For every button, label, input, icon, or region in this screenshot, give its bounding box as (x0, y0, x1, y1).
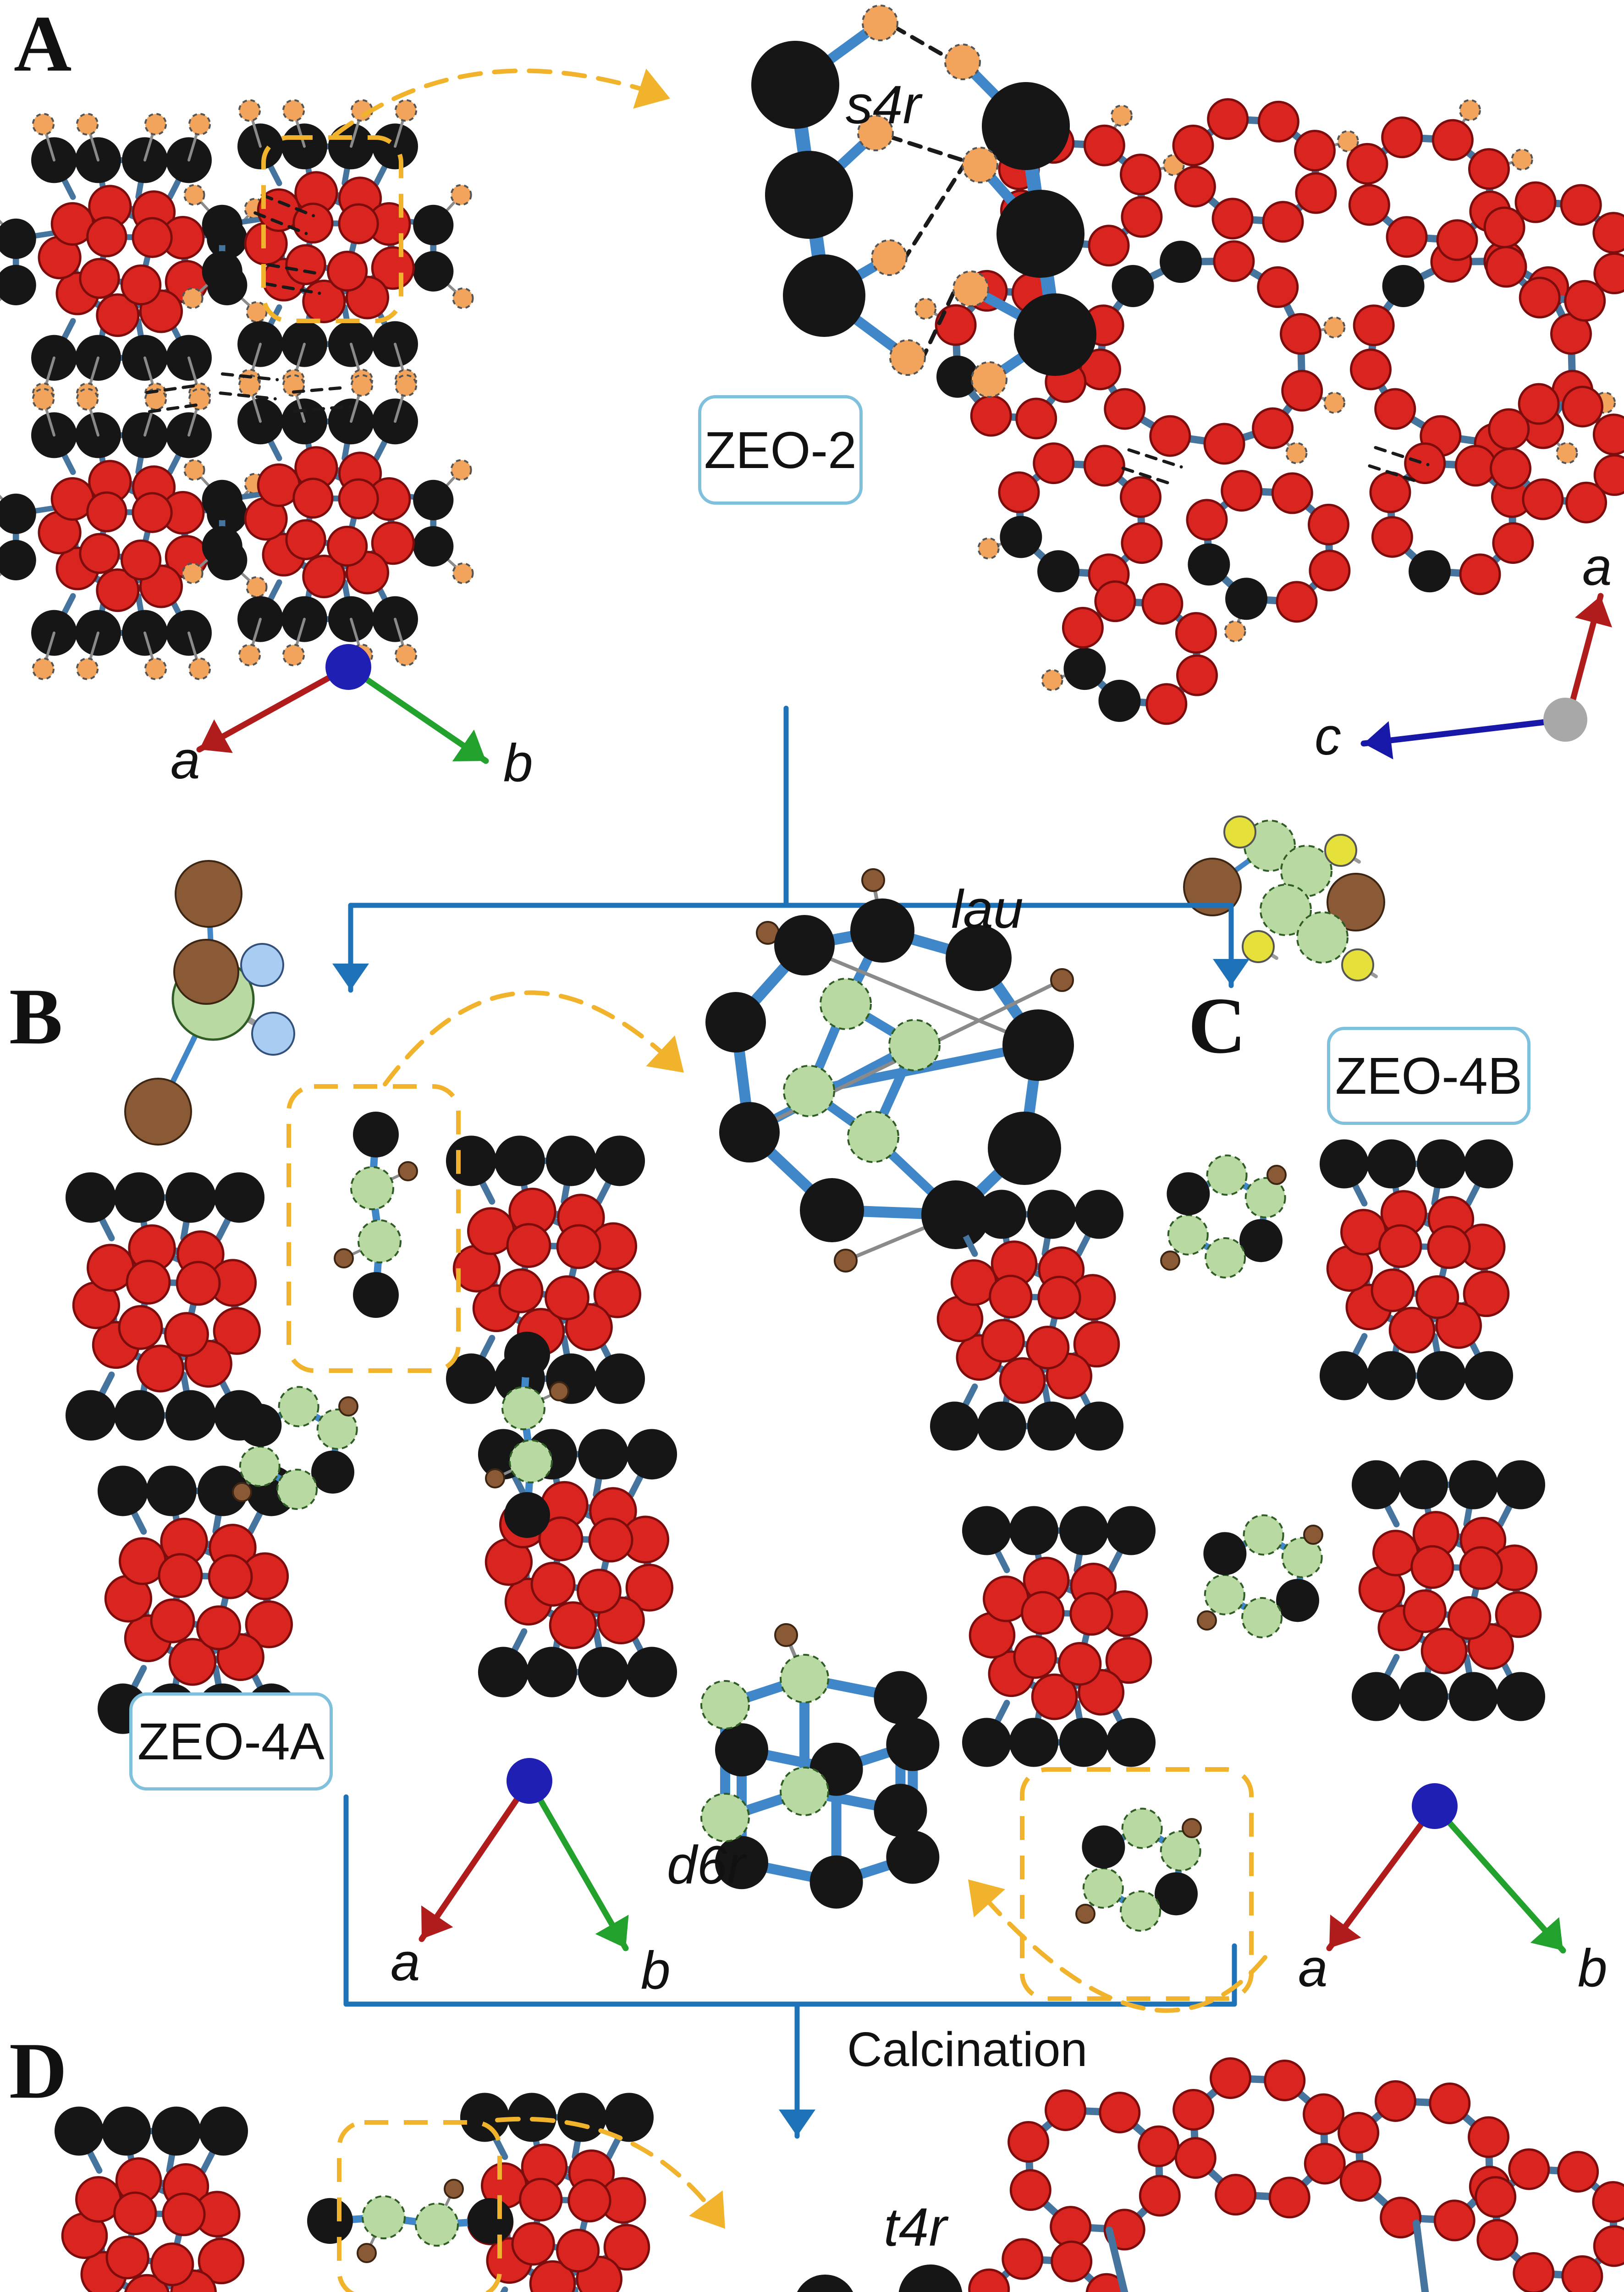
t4r-label: t4r (884, 2197, 947, 2258)
panel-d-structure-right (968, 2057, 1624, 2292)
axis-b-a: a (391, 1932, 420, 1992)
osda-molecule-right (1183, 815, 1385, 981)
s4r-inset (751, 5, 1096, 398)
s4r-label: s4r (846, 75, 921, 135)
zeo-4b-label: ZEO-4B (1335, 1047, 1523, 1105)
zeo-4b-label-box: ZEO-4B (1327, 1027, 1530, 1125)
axis-a-right-a: a (1582, 537, 1612, 596)
panel-c-letter: C (1188, 981, 1246, 1070)
axis-a-right-c: c (1315, 706, 1341, 766)
lau-label: lau (951, 879, 1024, 940)
axes-panel-c (1326, 1783, 1566, 1954)
axes-panel-b (418, 1758, 629, 1951)
axis-b-b: b (641, 1940, 671, 2000)
axis-a-left-a: a (171, 730, 200, 790)
panel-b-letter: B (9, 972, 63, 1061)
panel-d-structure-left (54, 2093, 654, 2292)
flow-arrows-bottom (343, 1794, 1237, 2139)
lau-inset (705, 868, 1074, 1273)
axes-panel-a (196, 593, 1613, 764)
flow-arrows-top (332, 705, 1250, 993)
t4r-inset (797, 2264, 963, 2292)
panel-b-structure (65, 939, 677, 1734)
d6r-inset (700, 1623, 940, 1909)
zeo-2-label-box: ZEO-2 (698, 395, 863, 505)
d6r-label: d6r (667, 1835, 745, 1895)
zeo-4a-label: ZEO-4A (137, 1713, 325, 1770)
axis-c-a: a (1298, 1938, 1328, 1998)
axis-c-b: b (1578, 1938, 1607, 1998)
highlight-annotations (261, 68, 1267, 2292)
panel-a-letter: A (14, 0, 72, 88)
zeo-4a-label-box: ZEO-4A (129, 1692, 333, 1791)
calcination-label: Calcination (847, 2022, 1088, 2077)
axis-a-left-b: b (503, 733, 533, 793)
panel-d-letter: D (9, 2026, 67, 2115)
panel-a-structure-left (0, 99, 474, 680)
panel-c-structure (930, 1139, 1546, 1932)
panel-a-structure-right (914, 98, 1624, 725)
zeo-2-label: ZEO-2 (704, 421, 857, 479)
